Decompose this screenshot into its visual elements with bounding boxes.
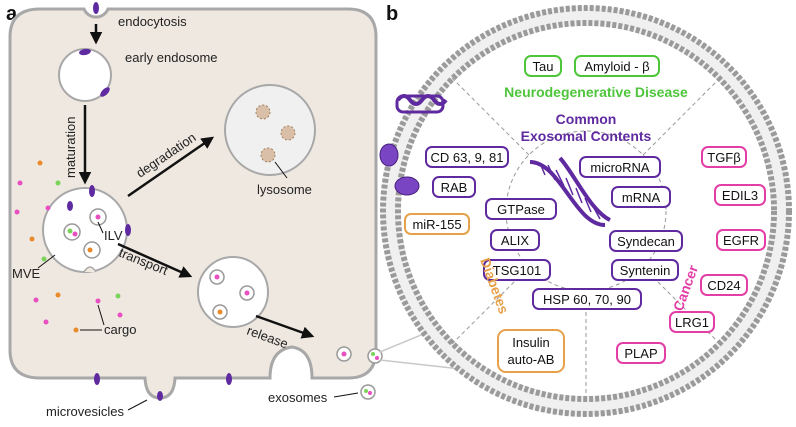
ilv <box>83 241 101 259</box>
degradation-arrow <box>127 136 215 198</box>
neuro-item: Tau <box>533 59 554 74</box>
exosome <box>336 346 352 362</box>
ilv <box>63 223 81 241</box>
label-endocytosis: endocytosis <box>118 14 187 29</box>
cancer-item: EDIL3 <box>722 188 758 203</box>
exosomes-leader <box>333 392 359 398</box>
ilv <box>209 269 225 285</box>
rna-helix-rungs <box>539 162 601 220</box>
diabetes-item: Insulin <box>512 335 550 350</box>
common-item: HSP 60, 70, 90 <box>543 292 631 307</box>
exosome <box>360 384 376 400</box>
membrane-outer-heads <box>380 5 792 417</box>
neuro-title: Neurodegenerative Disease <box>504 84 688 100</box>
lysosome <box>224 84 316 176</box>
ilv <box>239 285 255 301</box>
membrane-inner-heads <box>395 20 777 402</box>
mve-protein <box>67 201 73 211</box>
cancer-item: TGFβ <box>707 150 740 165</box>
early-endosome-protein <box>79 48 91 56</box>
diabetes-item: miR-155 <box>412 217 461 232</box>
neuro-item: Amyloid - β <box>584 59 649 74</box>
microvesicle-protein <box>157 391 163 401</box>
lysosome-content <box>260 147 276 163</box>
exosome-lumen <box>401 26 771 396</box>
common-item: microRNA <box>590 160 650 175</box>
common-item: TSG101 <box>493 263 541 278</box>
ilv-leader <box>97 221 104 234</box>
label-ilv: ILV <box>104 228 123 243</box>
mve-protein <box>89 185 95 197</box>
lysosome-content <box>280 125 296 141</box>
mve-leader <box>37 254 56 269</box>
membrane-protein <box>226 373 232 385</box>
label-exosomes: exosomes <box>268 390 328 405</box>
mve-budding <box>83 266 97 273</box>
neuro-items: Tau Amyloid - β <box>524 55 660 77</box>
cancer-item: CD24 <box>707 278 740 293</box>
exosome <box>367 348 383 364</box>
membrane-protein <box>394 176 420 196</box>
release-arrow <box>255 314 315 339</box>
early-endosome-protein <box>100 87 110 97</box>
common-item: Syntenin <box>620 263 671 278</box>
common-item: mRNA <box>622 190 661 205</box>
common-title-line2: Exosomal Contents <box>521 128 652 144</box>
ilv <box>212 304 228 320</box>
cancer-item: PLAP <box>624 346 657 361</box>
membrane-protein <box>379 143 399 167</box>
ilv <box>89 208 107 226</box>
transport-arrow <box>117 242 193 278</box>
endocytosis-protein <box>93 2 99 14</box>
diabetes-items: miR-155 Insulin auto-AB <box>404 213 565 373</box>
label-early-endosome: early endosome <box>125 50 218 65</box>
common-item: Syndecan <box>617 234 675 249</box>
label-mve: MVE <box>12 266 41 281</box>
microvesicles-leader <box>127 399 148 411</box>
transmembrane-protein <box>395 94 445 114</box>
common-title-line1: Common <box>556 111 617 127</box>
common-items: CD 63, 9, 81 RAB microRNA mRNA GTPase Sy… <box>425 146 683 310</box>
cargo-leader <box>97 304 105 326</box>
lysosome-content <box>255 104 271 120</box>
cancer-items: TGFβ EDIL3 EGFR CD24 LRG1 PLAP <box>616 146 766 364</box>
label-maturation: maturation <box>63 117 78 178</box>
cancer-item: LRG1 <box>675 315 709 330</box>
cancer-item: EGFR <box>723 233 759 248</box>
membrane-protein <box>94 373 100 385</box>
common-item: GTPase <box>497 202 545 217</box>
mve-protein <box>125 224 131 236</box>
cargo-dots <box>14 160 123 333</box>
label-cargo: cargo <box>104 322 137 337</box>
panel-b-letter: b <box>386 3 398 25</box>
diabetes-item: auto-AB <box>508 352 555 367</box>
common-item: CD 63, 9, 81 <box>431 150 504 165</box>
label-microvesicles: microvesicles <box>46 404 125 419</box>
label-lysosome: lysosome <box>257 182 312 197</box>
common-item: ALIX <box>501 233 530 248</box>
rna-helix-icon <box>529 156 612 227</box>
common-item: RAB <box>441 180 468 195</box>
lysosome-leader <box>274 161 288 179</box>
